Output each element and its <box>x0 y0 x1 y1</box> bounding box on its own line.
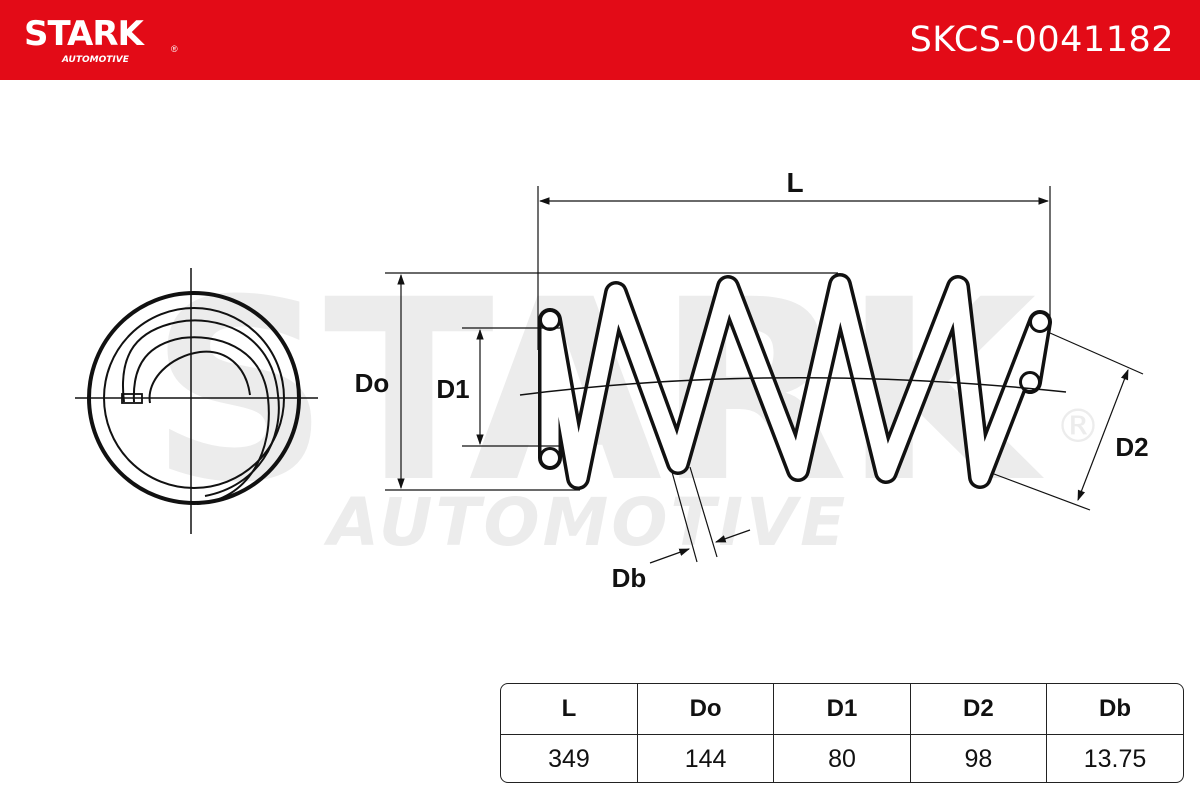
header-l: L <box>501 684 638 735</box>
dimension-l <box>537 186 1051 350</box>
header-d2: D2 <box>910 684 1048 735</box>
header-d1: D1 <box>773 684 911 735</box>
header-bar: STARK ® AUTOMOTIVE SKCS-0041182 <box>0 0 1200 80</box>
logo-brand-text: STARK <box>24 14 144 54</box>
label-l: L <box>786 167 803 198</box>
dimension-d1 <box>462 327 560 447</box>
header-do: Do <box>637 684 775 735</box>
label-d1: D1 <box>436 374 469 404</box>
label-db: Db <box>612 563 647 593</box>
label-do: Do <box>355 368 390 398</box>
dimension-d2 <box>993 332 1144 511</box>
label-d2: D2 <box>1115 432 1148 462</box>
spec-table: L Do D1 D2 Db 349 144 80 98 13.75 <box>500 683 1184 783</box>
value-db: 13.75 <box>1083 744 1147 773</box>
spring-center-line <box>519 376 1067 396</box>
value-do: 144 <box>637 734 775 782</box>
spec-table-header-row: L Do D1 D2 Db <box>501 684 1183 735</box>
watermark-sub: AUTOMOTIVE <box>323 484 848 561</box>
logo-registered-mark: ® <box>171 44 178 54</box>
stark-logo: STARK ® AUTOMOTIVE <box>24 14 184 70</box>
value-d1: 80 <box>773 734 911 782</box>
spec-table-value-row: 349 144 80 98 13.75 <box>501 734 1183 782</box>
header-db: Db <box>1046 684 1183 735</box>
value-d2: 98 <box>910 734 1048 782</box>
spring-diagram: STARK AUTOMOTIVE ® L Do <box>75 167 1149 593</box>
logo-sub-text: AUTOMOTIVE <box>62 55 129 65</box>
dimension-do <box>385 272 838 491</box>
watermark-registered-mark: ® <box>1055 399 1101 453</box>
value-l: 349 <box>501 734 638 782</box>
spring-end-view <box>75 268 318 534</box>
part-number: SKCS-0041182 <box>909 20 1174 60</box>
dimension-db <box>649 466 751 564</box>
